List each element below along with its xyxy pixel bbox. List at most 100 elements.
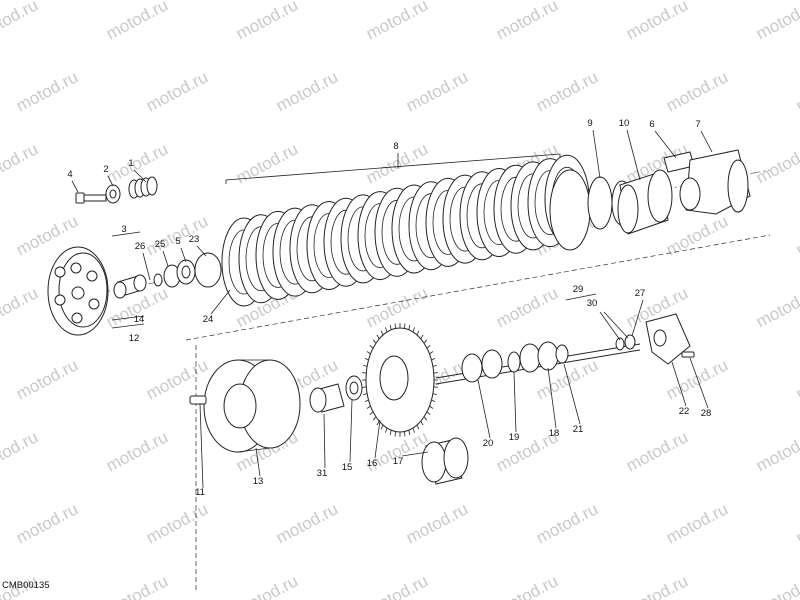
callout-14: 14 <box>134 314 145 325</box>
gear-tooth <box>404 323 406 329</box>
gear-tooth <box>363 393 368 396</box>
gear-tooth <box>404 431 406 437</box>
callout-5: 5 <box>175 236 180 247</box>
callout-23: 23 <box>189 234 200 245</box>
gear-tooth <box>366 351 371 355</box>
watermark-text: motod.ru <box>363 571 431 600</box>
watermark-text: motod.ru <box>363 0 431 44</box>
leader-c27 <box>631 299 644 337</box>
callout-1: 1 <box>128 158 133 169</box>
bracket-29 <box>565 293 597 301</box>
watermark-text: motod.ru <box>493 0 561 44</box>
gear-tooth <box>372 339 377 344</box>
watermark-text: motod.ru <box>273 67 341 115</box>
watermark-text: motod.ru <box>663 499 731 547</box>
leader-c22 <box>671 361 687 407</box>
watermark-text: motod.ru <box>493 283 561 331</box>
gear-tooth <box>426 345 431 349</box>
gear-tooth <box>433 372 438 374</box>
watermark-text: motod.ru <box>623 427 691 475</box>
leader-c18 <box>547 367 557 429</box>
gear-tooth <box>364 357 369 361</box>
watermark-text: motod.ru <box>273 499 341 547</box>
leader-c26 <box>142 252 151 281</box>
watermark-text: motod.ru <box>753 427 800 475</box>
gear-tooth <box>376 421 380 426</box>
watermark-text: motod.ru <box>13 499 81 547</box>
gear-tooth <box>423 416 428 421</box>
leader-c2 <box>107 175 114 187</box>
gear-tooth <box>412 327 415 333</box>
bracket-14 <box>111 315 145 321</box>
gear-tooth <box>432 393 437 396</box>
callout-16: 16 <box>367 458 378 469</box>
leader-c6 <box>654 130 677 159</box>
watermark-text: motod.ru <box>753 571 800 600</box>
callout-27: 27 <box>635 288 646 299</box>
watermark-text: motod.ru <box>0 0 41 44</box>
watermark-text: motod.ru <box>0 427 41 475</box>
gear-tooth <box>380 424 384 430</box>
gear-tooth <box>366 405 371 409</box>
leader-c25 <box>162 250 169 267</box>
callout-8: 8 <box>393 141 398 152</box>
primary-gear <box>362 323 438 437</box>
leader-c19 <box>513 371 517 433</box>
watermark-text: motod.ru <box>623 0 691 44</box>
watermark-text: motod.ru <box>0 283 41 331</box>
driven-gear <box>421 437 469 485</box>
gear-tooth <box>431 399 436 403</box>
watermark-text: motod.ru <box>663 211 731 259</box>
callout-9: 9 <box>587 118 592 129</box>
callout-15: 15 <box>342 462 353 473</box>
housing-cover-group <box>663 149 751 215</box>
clutch-drum-group <box>587 169 673 235</box>
callout-7: 7 <box>695 119 700 130</box>
leader-c9 <box>592 129 601 179</box>
callout-25: 25 <box>155 239 166 250</box>
gear-tooth <box>408 430 411 436</box>
bolt-washer-spring <box>75 176 158 204</box>
gear-tooth <box>408 324 411 330</box>
watermark-text: motod.ru <box>233 0 301 44</box>
gear-tooth <box>389 324 392 330</box>
watermark-text: motod.ru <box>623 571 691 600</box>
gear-tooth <box>429 351 434 355</box>
callout-26: 26 <box>135 241 146 252</box>
callout-21: 21 <box>573 424 584 435</box>
leader-c24 <box>210 289 231 315</box>
watermark-text: motod.ru <box>363 283 431 331</box>
gear-tooth <box>363 364 368 367</box>
gear-tooth <box>380 330 384 336</box>
leader-c5 <box>180 247 187 263</box>
watermark-text: motod.ru <box>663 67 731 115</box>
callout-12: 12 <box>129 333 140 344</box>
gear-tooth <box>420 334 424 339</box>
watermark-text: motod.ru <box>13 67 81 115</box>
gear-tooth <box>362 386 367 388</box>
gear-teeth <box>362 323 438 437</box>
bracket-12 <box>111 323 145 329</box>
gear-tooth <box>372 416 377 421</box>
leader-c16 <box>374 419 381 459</box>
watermark-text: motod.ru <box>753 283 800 331</box>
leader-c31 <box>323 413 326 469</box>
watermark-text: motod.ru <box>0 139 41 187</box>
gear-tooth <box>433 386 438 388</box>
leader-30a <box>599 311 621 341</box>
callout-24: 24 <box>203 314 214 325</box>
pushrod-bearing-group <box>113 252 222 299</box>
section-divider <box>185 234 771 341</box>
leader-c10 <box>626 129 641 181</box>
gear-tooth <box>369 345 374 349</box>
watermark-text: motod.ru <box>233 571 301 600</box>
gear-tooth <box>385 327 388 333</box>
bracket-8 <box>225 153 561 184</box>
leader-c11 <box>199 403 204 489</box>
watermark-text: motod.ru <box>793 355 800 403</box>
watermark-text: motod.ru <box>753 139 800 187</box>
callout-17: 17 <box>393 456 404 467</box>
gear-tooth <box>394 431 396 437</box>
